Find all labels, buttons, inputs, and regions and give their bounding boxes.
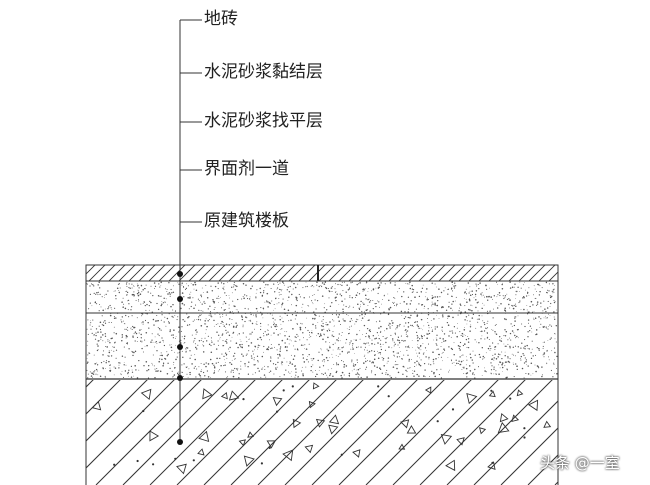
leader-dot-3 <box>177 344 183 350</box>
watermark: 头条 @一室 <box>540 454 620 472</box>
label-interface-agent: 界面剂一道 <box>204 159 289 179</box>
leader-dot-1 <box>177 271 183 277</box>
mortar-stipple <box>86 281 558 379</box>
concrete-slab <box>86 380 558 485</box>
tile-layer <box>86 265 558 281</box>
label-mortar-leveling-layer: 水泥砂浆找平层 <box>204 111 323 131</box>
label-floor-tile: 地砖 <box>204 9 238 29</box>
label-mortar-bonding-layer: 水泥砂浆黏结层 <box>204 62 323 82</box>
label-original-slab: 原建筑楼板 <box>204 211 289 231</box>
leader-dot-5 <box>177 439 183 445</box>
leader-dot-4 <box>177 375 183 381</box>
leader-dot-2 <box>177 296 183 302</box>
